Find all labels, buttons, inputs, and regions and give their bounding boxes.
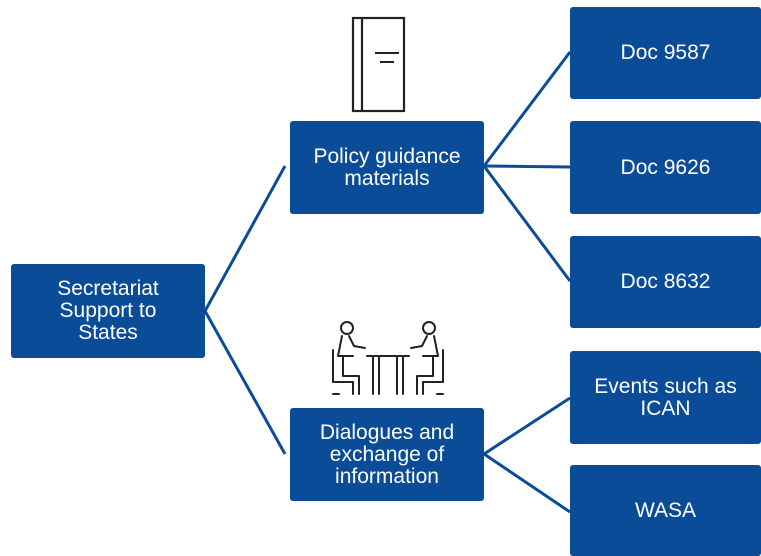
book-icon bbox=[351, 16, 406, 113]
connector-dialogues-to-wasa bbox=[483, 452, 571, 514]
node-label-line: Doc 9587 bbox=[620, 41, 711, 64]
node-label-line: Doc 8632 bbox=[620, 270, 711, 293]
meeting-people-icon bbox=[332, 321, 444, 395]
node-label-line: materials bbox=[344, 166, 430, 190]
node-events-ican: Events such as ICAN bbox=[570, 351, 761, 444]
node-wasa: WASA bbox=[570, 465, 761, 556]
node-label-line: WASA bbox=[634, 498, 697, 522]
connector-policy-to-doc9587 bbox=[482, 51, 572, 167]
connector-dialogues-to-ican bbox=[483, 396, 571, 456]
node-label-line: Support to bbox=[59, 299, 157, 322]
node-label-line: Secretariat bbox=[57, 277, 159, 300]
node-label-line: Events such as bbox=[594, 374, 737, 398]
connector-policy-to-doc9626 bbox=[483, 164, 571, 169]
node-label-line: Dialogues and bbox=[319, 420, 455, 444]
node-doc-9626: Doc 9626 bbox=[570, 121, 761, 214]
node-label-line: ICAN bbox=[640, 396, 691, 420]
node-secretariat-support: Secretariat Support to States bbox=[11, 264, 205, 358]
connector-root-to-dialogues bbox=[203, 310, 287, 455]
node-dialogues-exchange: Dialogues and exchange of information bbox=[290, 408, 484, 501]
node-label-line: Policy guidance bbox=[313, 144, 461, 168]
node-policy-guidance: Policy guidance materials bbox=[290, 121, 484, 214]
node-label-line: States bbox=[78, 321, 138, 344]
node-label-line: information bbox=[335, 464, 439, 488]
node-label-line: exchange of bbox=[329, 442, 445, 466]
node-doc-9587: Doc 9587 bbox=[570, 7, 761, 99]
connector-policy-to-doc8632 bbox=[482, 165, 572, 282]
node-label-line: Doc 9626 bbox=[620, 155, 711, 179]
connector-root-to-policy bbox=[203, 165, 287, 312]
node-doc-8632: Doc 8632 bbox=[570, 236, 761, 328]
